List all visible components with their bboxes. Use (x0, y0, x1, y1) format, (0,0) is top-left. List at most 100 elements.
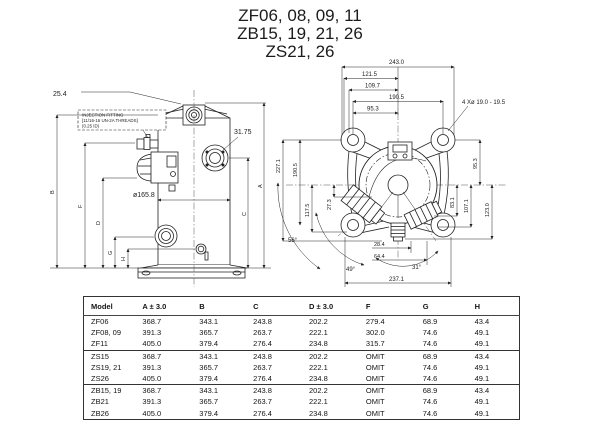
table-cell: ZS26 (91, 374, 109, 384)
table-cell: 43.4 (474, 386, 490, 396)
table-cell: ZB15, 19 (91, 386, 122, 396)
injection-note-line-3: (0.25 ID) (82, 124, 100, 129)
header-b: B (199, 302, 205, 311)
terminal-box (387, 141, 413, 161)
header-g: G (422, 302, 429, 311)
table-cell: 343.1 (199, 386, 219, 396)
title-line-1: ZF06, 08, 09, 11 (238, 6, 362, 25)
table-cell: 222.1 (309, 397, 328, 407)
table-cell: 43.4 (474, 351, 490, 361)
dim-227-1: 227.1 (276, 159, 282, 173)
mounting-plate (340, 127, 456, 238)
table-cell: 343.1 (199, 351, 219, 361)
title-line-2: ZB15, 19, 21, 26 (237, 24, 363, 43)
table-cell: 263.7 (253, 397, 272, 407)
table-cell: ZS15 (91, 351, 109, 361)
table-cell: 202.2 (309, 386, 328, 396)
table-cell: 74.6 (422, 397, 438, 407)
table-cell: 379.4 (199, 374, 219, 384)
letter-dim-a: A (258, 184, 264, 188)
top-view-drawing: 243.0 121.5 109.7 190.5 95.3 4 Xø 19.0 -… (276, 60, 507, 287)
table-cell: 68.9 (422, 317, 438, 326)
table-cell: 243.8 (253, 317, 272, 326)
table-cell: 279.4 (365, 317, 385, 326)
table-cell: 405.0 (142, 339, 162, 349)
dim-28-4: 28.4 (374, 242, 385, 248)
table-cell: 263.7 (253, 328, 272, 338)
table-cell: 368.7 (142, 386, 162, 396)
table-cell: 49.1 (474, 328, 490, 338)
table-cell: ZS19, 21 (91, 362, 122, 372)
drawing-title: ZF06, 08, 09, 11 ZB15, 19, 21, 26 ZS21, … (0, 7, 600, 61)
angle-49: 49° (346, 267, 356, 273)
dim-109-7: 109.7 (365, 84, 381, 90)
dim-25-4: 25.4 (53, 91, 67, 98)
header-model: Model (91, 302, 113, 311)
table-cell: 49.1 (474, 397, 490, 407)
dim-107-1: 107.1 (464, 199, 470, 213)
table-cell: 202.2 (309, 317, 328, 326)
suction-fitting-top-view (340, 184, 386, 225)
table-cell: 365.7 (199, 362, 219, 372)
table-cell: 222.1 (309, 362, 328, 372)
dim-117-5: 117.5 (305, 204, 311, 217)
table-cell: 68.9 (422, 386, 438, 396)
table-cell: 222.1 (309, 328, 328, 338)
table-cell: 243.8 (253, 351, 272, 361)
header-f: F (365, 302, 371, 311)
table-cell: 74.6 (422, 374, 438, 384)
injection-note-line-2: [11/16-16 UN-2A THREADS] (82, 118, 138, 123)
side-view-dimensions (50, 91, 271, 269)
bottom-stub-fitting (390, 222, 406, 242)
table-cell: 49.1 (474, 408, 490, 418)
table-cell: 368.7 (142, 351, 162, 361)
table-cell: 234.8 (309, 339, 328, 349)
dim-190-5-v: 190.5 (293, 163, 299, 177)
table-cell: 49.1 (474, 339, 490, 349)
header-h: H (474, 302, 480, 311)
side-view-drawing: INJECTION FITTING [11/16-16 UN-2A THREAD… (50, 90, 271, 287)
table-cell: 302.0 (365, 328, 385, 338)
table-cell: ZB26 (91, 408, 109, 418)
table-cell: 43.4 (474, 317, 490, 326)
table-cell: 263.7 (253, 362, 272, 372)
table-cell: 391.3 (142, 328, 162, 338)
letter-dim-f: F (78, 204, 84, 208)
dim-64-4: 64.4 (374, 254, 385, 260)
table-cell: 74.6 (422, 339, 438, 349)
dim-shell-diameter: ø165.8 (133, 192, 155, 199)
table-cell: 234.8 (309, 408, 328, 418)
table-cell: 365.7 (199, 397, 219, 407)
letter-dim-g: G (108, 251, 114, 255)
dim-121-5: 121.5 (362, 72, 378, 78)
oil-sight-glass (154, 224, 178, 248)
letter-dim-d: D (96, 221, 102, 225)
table-cell: 276.4 (253, 339, 272, 349)
sight-glass-31-75 (201, 144, 229, 172)
table-cell: 365.7 (199, 328, 219, 338)
dim-243-0: 243.0 (389, 60, 405, 66)
table-cell: 391.3 (142, 362, 162, 372)
table-cell: 202.2 (309, 351, 328, 361)
dim-190-5-h: 190.5 (389, 95, 405, 101)
table-cell: OMIT (365, 397, 385, 407)
angle-56: 56° (288, 238, 298, 244)
table-cell: 379.4 (199, 339, 219, 349)
angle-31: 31° (412, 265, 422, 271)
table-cell: 234.8 (309, 374, 328, 384)
table-cell: 243.8 (253, 386, 272, 396)
table-cell: OMIT (365, 351, 385, 361)
table-cell: OMIT (365, 408, 385, 418)
table-cell: 74.6 (422, 362, 438, 372)
top-view-dimensions (276, 65, 494, 287)
table-cell: 379.4 (199, 408, 219, 418)
table-cell: 74.6 (422, 328, 438, 338)
